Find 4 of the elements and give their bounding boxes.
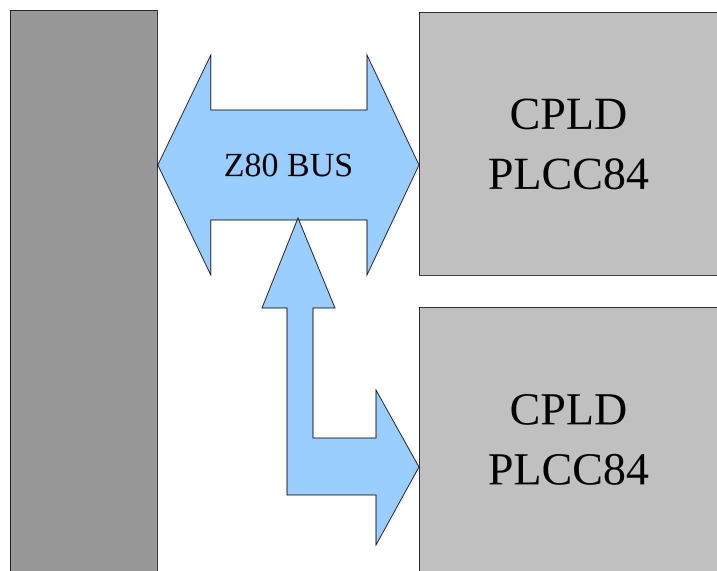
- edge-label: Z80 BUS: [222, 152, 356, 178]
- board-bar: [10, 10, 158, 571]
- chip-box: CPLD PLCC84: [419, 12, 717, 276]
- chip-box: CPLD PLCC84: [419, 307, 717, 571]
